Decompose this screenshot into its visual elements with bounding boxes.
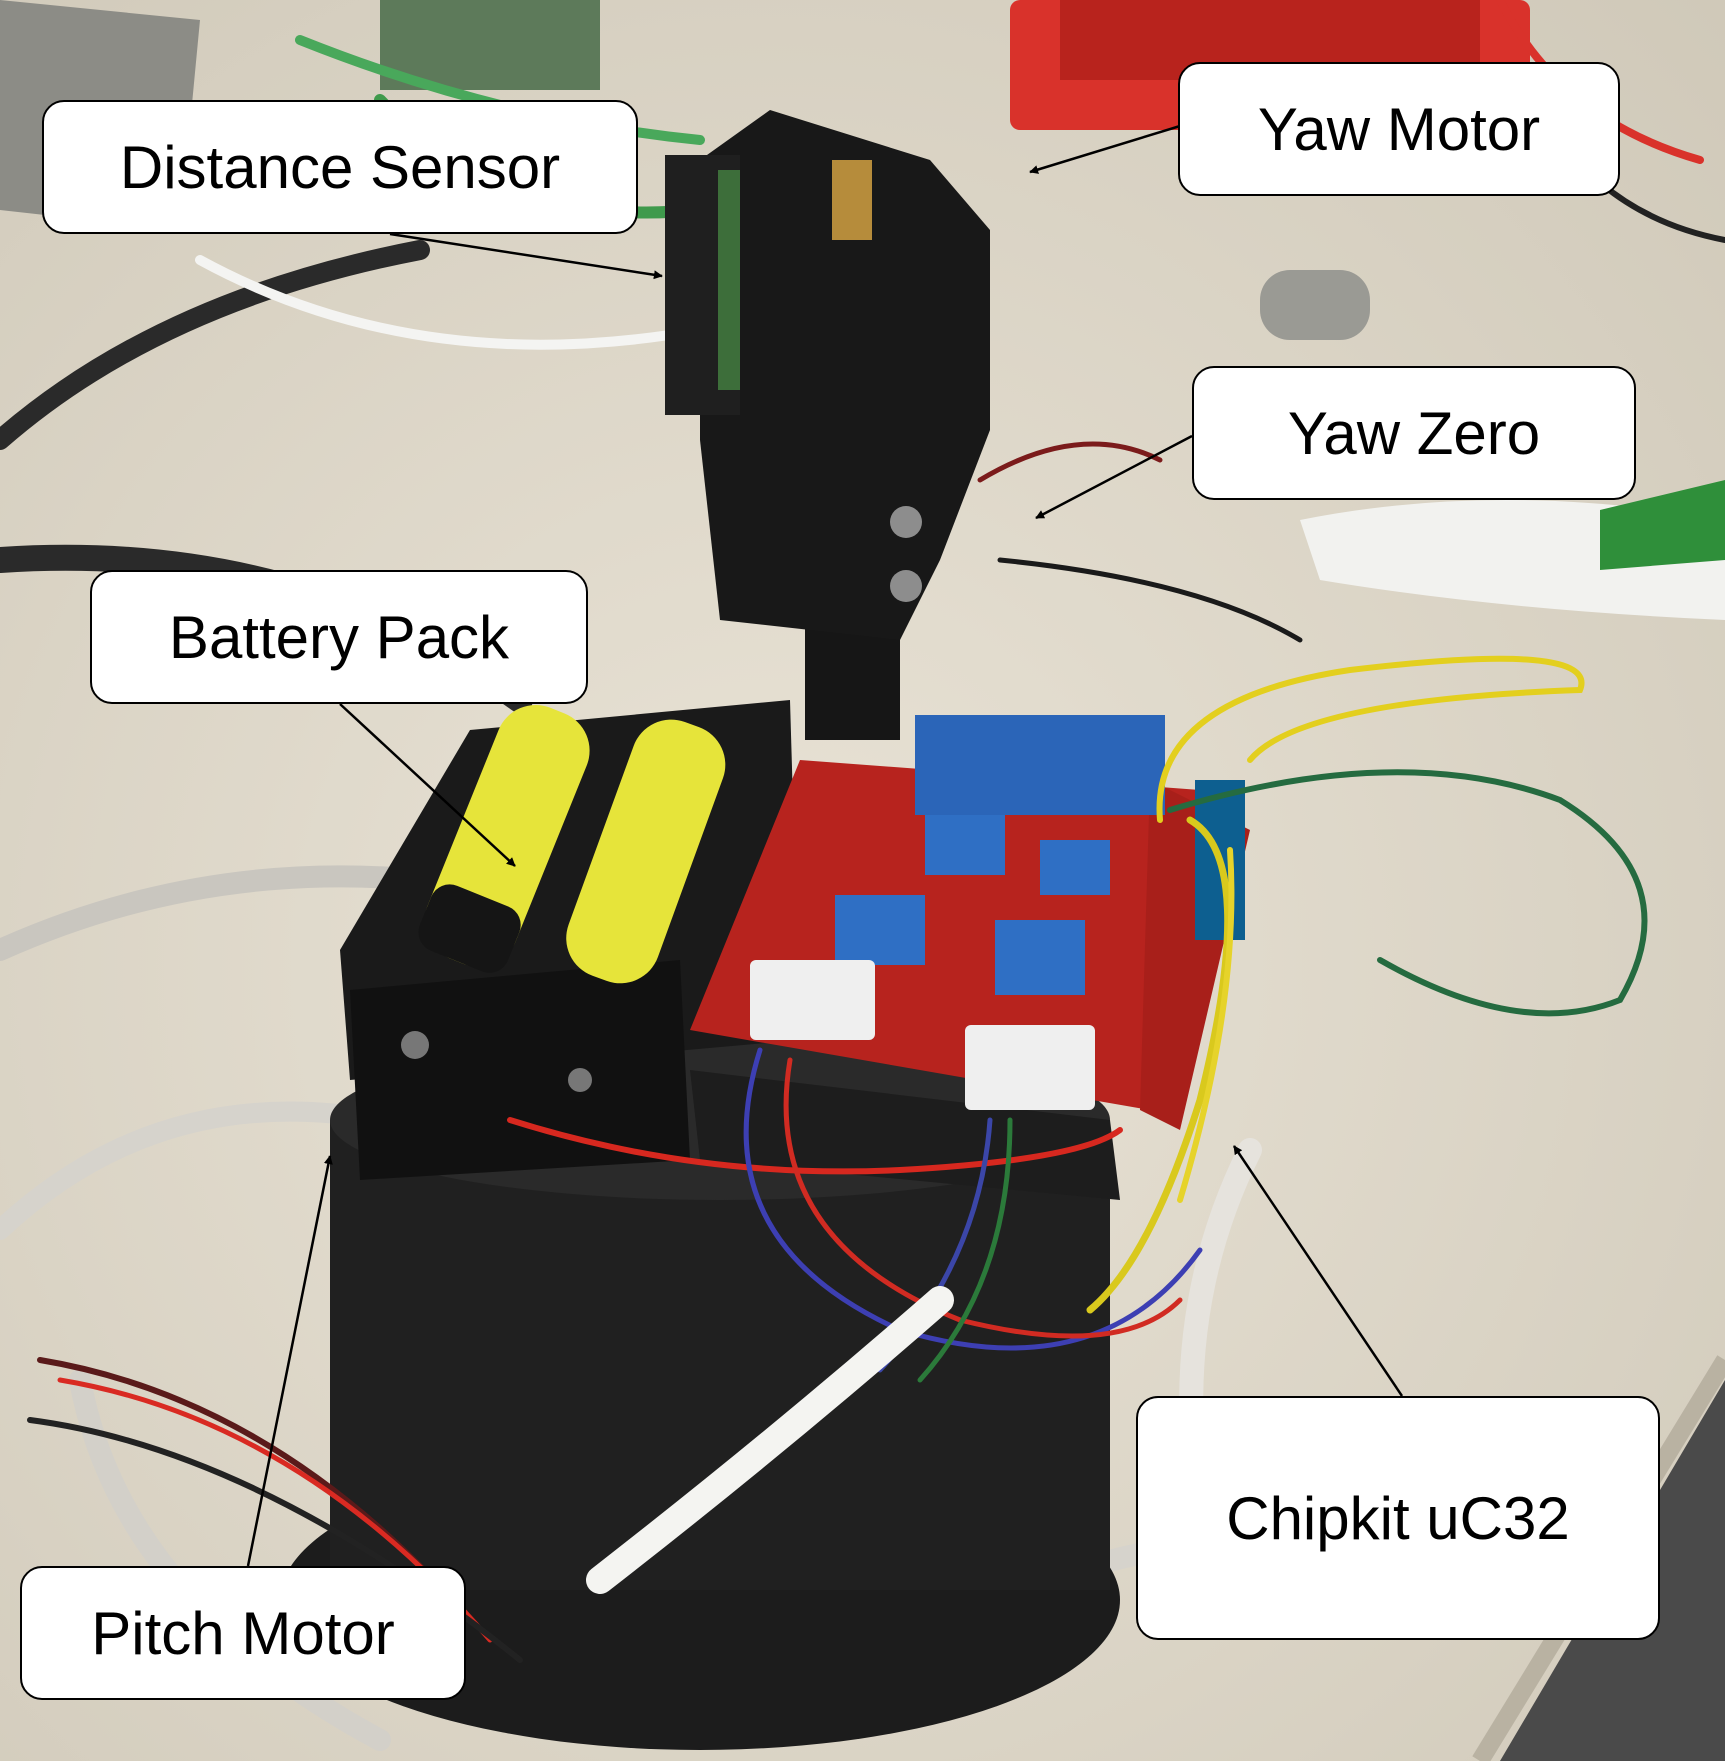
yaw-zero-label: Yaw Zero — [1192, 366, 1636, 500]
distance-sensor-label: Distance Sensor — [42, 100, 638, 234]
distance-sensor-arrow — [389, 232, 663, 280]
yaw-motor-label: Yaw Motor — [1178, 62, 1620, 196]
chipkit-arrow — [1232, 1145, 1404, 1397]
sensor-mast — [665, 110, 990, 740]
chipkit-label: Chipkit uC32 — [1136, 1396, 1660, 1640]
battery-pack-label: Battery Pack — [90, 570, 588, 704]
callout-arrows — [246, 124, 1404, 1567]
yaw-motor-arrow — [1029, 124, 1181, 174]
battery-pack — [340, 700, 800, 1180]
yaw-zero-arrow — [1035, 434, 1193, 520]
connector-b — [965, 1025, 1095, 1110]
connector-a — [750, 960, 875, 1040]
pitch-motor-label: Pitch Motor — [20, 1566, 466, 1700]
motor-driver — [915, 715, 1165, 815]
battery-pack-arrow — [339, 703, 516, 867]
pitch-motor-arrow — [246, 1155, 333, 1567]
